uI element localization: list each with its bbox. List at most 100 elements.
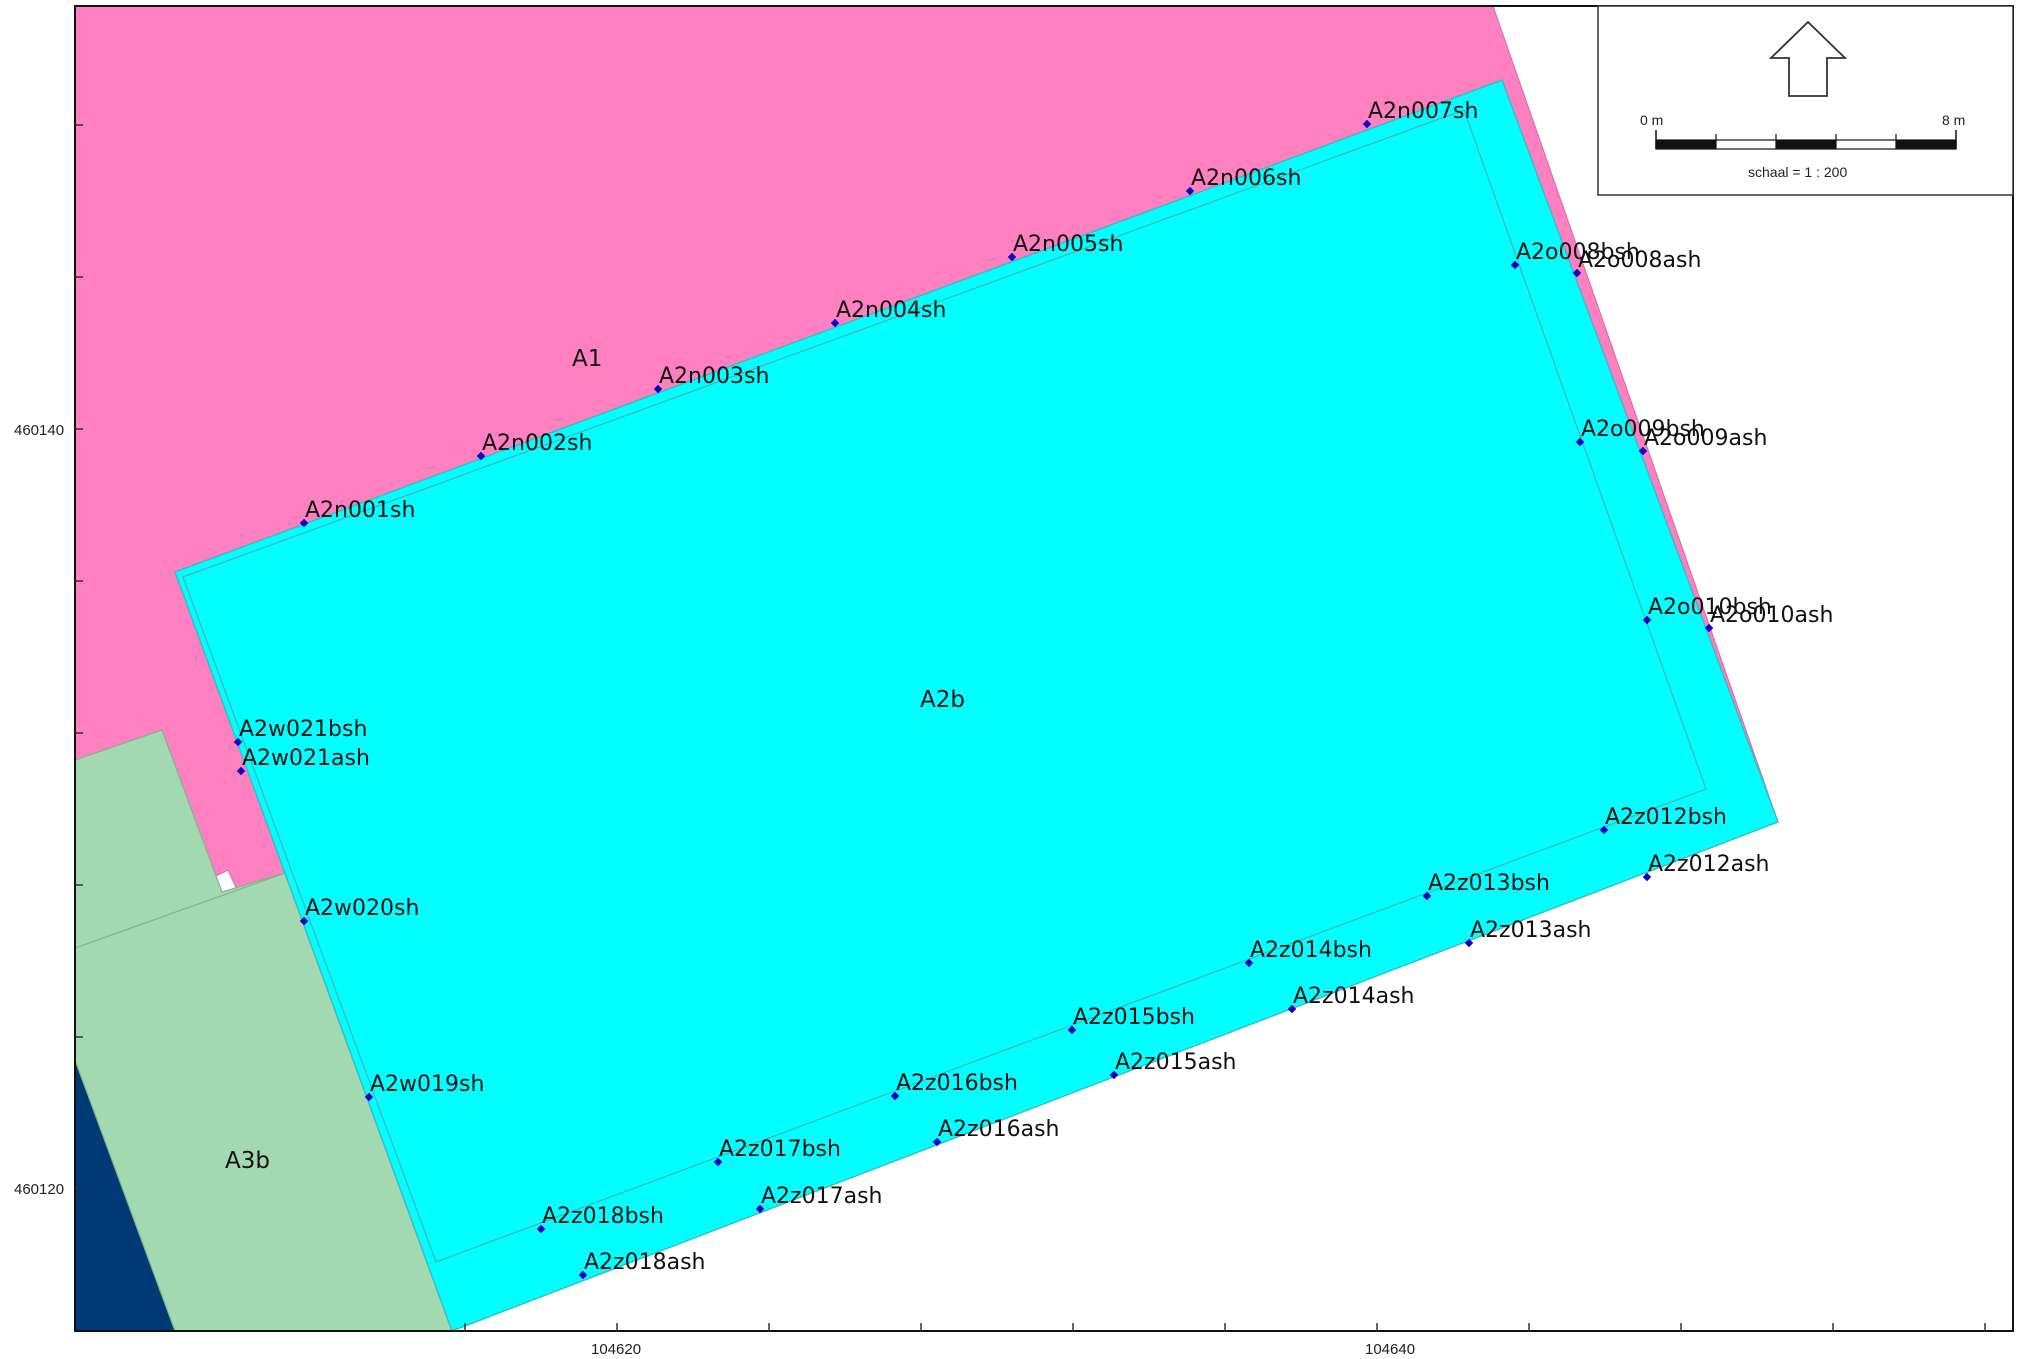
point-label: A2o010ash [1710, 603, 1833, 628]
measurement-point[interactable]: A2z013bsh [1422, 871, 1550, 901]
point-marker-icon [890, 1091, 900, 1101]
measurement-point[interactable]: A2w021ash [236, 746, 370, 776]
point-label: A2w019sh [370, 1072, 484, 1097]
zone-label-a2b: A2b [920, 687, 965, 713]
measurement-point[interactable]: A2n004sh [830, 298, 947, 328]
point-marker-icon [755, 1204, 765, 1214]
zone-labels: A1 A2b A3b [225, 346, 965, 1174]
point-marker-icon [1575, 437, 1585, 447]
measurement-point[interactable]: A2o010ash [1704, 603, 1834, 633]
point-label: A2w021ash [242, 746, 370, 771]
point-marker-icon [1510, 260, 1520, 270]
point-label: A2n001sh [305, 498, 415, 523]
measurement-point[interactable]: A2n007sh [1362, 99, 1479, 129]
measurement-point[interactable]: A2z016ash [932, 1117, 1060, 1147]
point-marker-icon [1642, 615, 1652, 625]
point-marker-icon [1067, 1025, 1077, 1035]
zone-label-a3b: A3b [225, 1148, 270, 1174]
scale-bar [1655, 130, 1957, 150]
measurement-points: A2n001sh A2n002sh A2n003sh A2n004sh A2n005sh… [233, 99, 1834, 1280]
point-marker-icon [713, 1157, 723, 1167]
measurement-point[interactable]: A2z014bsh [1244, 938, 1372, 968]
measurement-point[interactable]: A2n006sh [1185, 166, 1302, 196]
point-label: A2z013ash [1470, 918, 1591, 943]
map-layers [75, 6, 1779, 1331]
point-label: A2z014ash [1293, 984, 1414, 1009]
point-label: A2z013bsh [1428, 871, 1550, 896]
measurement-point[interactable]: A2z013ash [1464, 918, 1592, 948]
point-label: A2z015bsh [1073, 1005, 1195, 1030]
measurement-point[interactable]: A2z018ash [578, 1250, 706, 1280]
measurement-point[interactable]: A2o010bsh [1642, 595, 1772, 625]
measurement-point[interactable]: A2n002sh [476, 431, 593, 461]
point-label: A2z017ash [761, 1184, 882, 1209]
zone-a2b-inner-outline [182, 109, 1707, 1263]
point-label: A2w021bsh [239, 717, 367, 742]
point-label: A2z017bsh [719, 1137, 841, 1162]
point-label: A2z016ash [938, 1117, 1059, 1142]
point-marker-icon [1422, 891, 1432, 901]
point-label: A2o010bsh [1648, 595, 1772, 620]
legend-frame [1597, 5, 2014, 196]
measurement-point[interactable]: A2z017bsh [713, 1137, 841, 1167]
point-marker-icon [578, 1270, 588, 1280]
y-tick-label: 460140 [14, 422, 64, 439]
point-marker-icon [1572, 268, 1582, 278]
measurement-point[interactable]: A2z015bsh [1067, 1005, 1195, 1035]
point-label: A2n006sh [1191, 166, 1301, 191]
point-marker-icon [653, 384, 663, 394]
measurement-point[interactable]: A2w021bsh [233, 717, 368, 747]
point-marker-icon [1464, 938, 1474, 948]
point-marker-icon [1599, 825, 1609, 835]
measurement-point[interactable]: A2w020sh [299, 896, 420, 926]
zone-a2b-polygon[interactable] [174, 79, 1779, 1331]
point-label: A2o009ash [1644, 426, 1767, 451]
point-marker-icon [1109, 1070, 1119, 1080]
scale-end-label: 8 m [1942, 112, 1965, 128]
measurement-point[interactable]: A2z018bsh [536, 1204, 664, 1234]
point-marker-icon [364, 1092, 374, 1102]
zone-label-a1: A1 [572, 346, 602, 372]
measurement-point[interactable]: A2w019sh [364, 1072, 485, 1102]
point-label: A2z015ash [1115, 1050, 1236, 1075]
point-label: A2n002sh [482, 431, 592, 456]
measurement-point[interactable]: A2z012bsh [1599, 805, 1727, 835]
measurement-point[interactable]: A2z016bsh [890, 1071, 1018, 1101]
point-marker-icon [1638, 446, 1648, 456]
measurement-point[interactable]: A2n005sh [1007, 232, 1124, 262]
point-marker-icon [932, 1137, 942, 1147]
point-label: A2z018ash [584, 1250, 705, 1275]
measurement-point[interactable]: A2n003sh [653, 364, 770, 394]
y-tick-label: 460120 [14, 1181, 64, 1198]
measurement-point[interactable]: A2n001sh [299, 498, 416, 528]
measurement-point[interactable]: A2z014ash [1287, 984, 1415, 1014]
measurement-point[interactable]: A2z012ash [1642, 852, 1770, 882]
measurement-point[interactable]: A2z017ash [755, 1184, 883, 1214]
point-label: A2w020sh [305, 896, 419, 921]
measurement-point[interactable]: A2o009bsh [1575, 417, 1705, 447]
scale-start-label: 0 m [1640, 112, 1663, 128]
point-label: A2z012bsh [1605, 805, 1727, 830]
measurement-point[interactable]: A2z015ash [1109, 1050, 1237, 1080]
point-label: A2z018bsh [542, 1204, 664, 1229]
point-label: A2z012ash [1648, 852, 1769, 877]
measurement-point[interactable]: A2o008bsh [1510, 240, 1640, 270]
point-label: A2o009bsh [1581, 417, 1705, 442]
x-axis: 104620 104640 [464, 1323, 1986, 1358]
point-marker-icon [536, 1224, 546, 1234]
point-marker-icon [299, 916, 309, 926]
point-marker-icon [830, 318, 840, 328]
point-marker-icon [1642, 872, 1652, 882]
measurement-point[interactable]: A2o009ash [1638, 426, 1768, 456]
point-label: A2o008ash [1578, 248, 1701, 273]
legend-box: 0 m 8 m schaal = 1 : 200 [1597, 5, 2014, 196]
point-label: A2o008bsh [1516, 240, 1640, 265]
point-marker-icon [1704, 623, 1714, 633]
scale-ratio-text: schaal = 1 : 200 [1748, 164, 1847, 180]
point-label: A2n005sh [1013, 232, 1123, 257]
point-label: A2z016bsh [896, 1071, 1018, 1096]
x-tick-label: 104640 [1365, 1341, 1415, 1358]
measurement-point[interactable]: A2o008ash [1572, 248, 1702, 278]
point-label: A2n003sh [659, 364, 769, 389]
